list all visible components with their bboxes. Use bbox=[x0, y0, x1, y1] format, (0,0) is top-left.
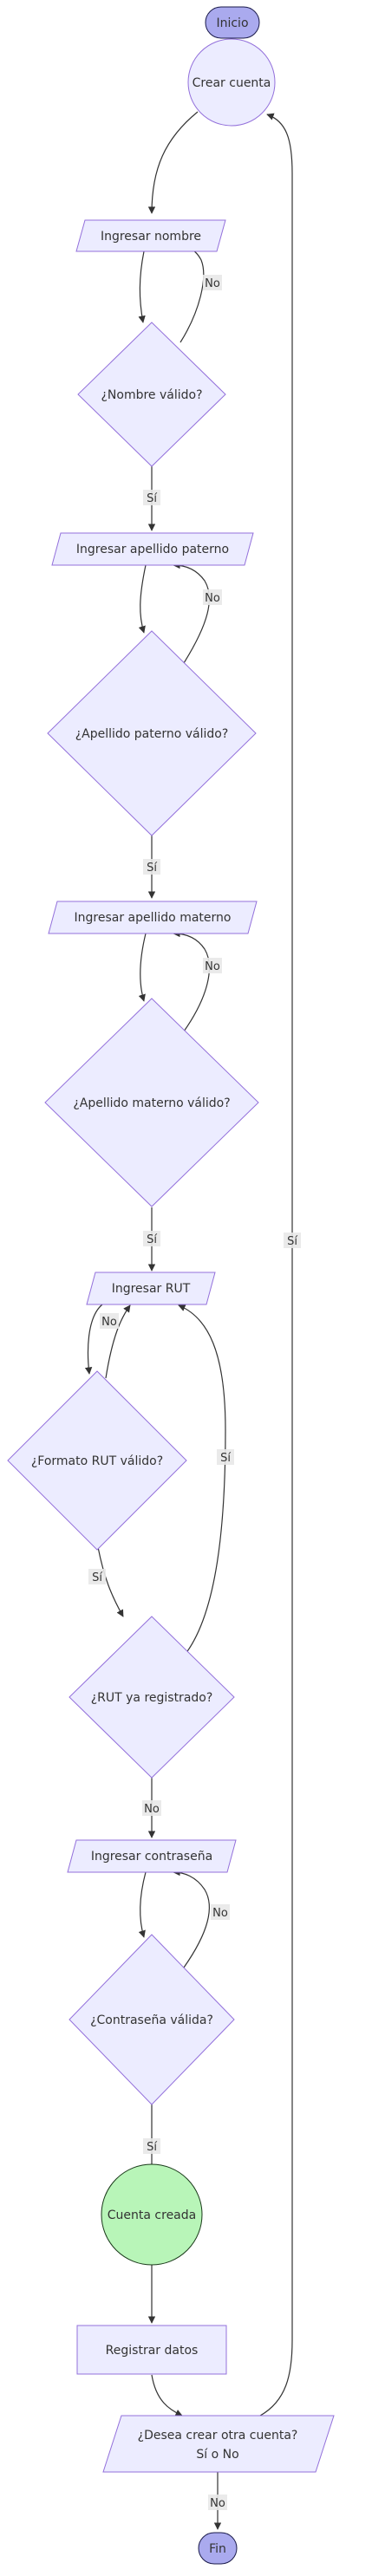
edge-label-contrasena-si: Sí bbox=[143, 2138, 160, 2154]
node-inicio[interactable]: Inicio bbox=[205, 6, 260, 39]
edge-label-registrado-si: Sí bbox=[217, 1449, 234, 1465]
edge-label-formato-si: Sí bbox=[88, 1569, 106, 1584]
edge-label-contrasena-no: No bbox=[211, 1904, 230, 1920]
edge-formato-no bbox=[105, 1304, 131, 1379]
edge-label-paterno-no-text: No bbox=[205, 592, 220, 605]
edge-formato-si bbox=[97, 1546, 124, 1617]
node-ingresar-contrasena[interactable]: Ingresar contraseña bbox=[67, 1839, 237, 1873]
apellido-materno-valido-shape bbox=[44, 998, 259, 1207]
edge-label-nombre-no-text: No bbox=[205, 277, 220, 290]
inicio-label: Inicio bbox=[216, 16, 248, 30]
cuenta-creada-shape bbox=[101, 2163, 203, 2266]
inicio-shape bbox=[205, 6, 260, 39]
node-contrasena-valida[interactable]: ¿Contraseña válida? bbox=[69, 1934, 235, 2105]
ingresar-apellido-materno-shape bbox=[48, 901, 258, 934]
edge-labels: No Sí No Sí No Sí No Sí bbox=[88, 275, 301, 2510]
rut-ya-registrado-shape bbox=[69, 1616, 235, 1779]
edge-label-materno-si-text: Sí bbox=[147, 1233, 157, 1246]
edge-crear-cuenta-to-ingresar-nombre bbox=[147, 111, 199, 214]
ingresar-apellido-materno-label: Ingresar apellido materno bbox=[75, 911, 232, 925]
desea-crear-otra-label-line1: ¿Desea crear otra cuenta? bbox=[138, 2429, 298, 2443]
desea-crear-otra-shape bbox=[102, 2415, 335, 2473]
edge-label-paterno-si: Sí bbox=[143, 859, 160, 875]
ingresar-nombre-shape bbox=[75, 219, 226, 252]
node-ingresar-nombre[interactable]: Ingresar nombre bbox=[75, 219, 226, 252]
edge-label-materno-si: Sí bbox=[143, 1231, 160, 1246]
edge-label-nombre-si-text: Sí bbox=[147, 492, 157, 505]
nodes: Inicio Crear cuenta Ingresar nombre ¿Nom… bbox=[7, 6, 335, 2565]
ingresar-contrasena-label: Ingresar contraseña bbox=[91, 1850, 212, 1864]
edge-label-paterno-no: No bbox=[203, 589, 222, 605]
node-apellido-materno-valido[interactable]: ¿Apellido materno válido? bbox=[44, 998, 259, 1207]
edges bbox=[84, 38, 293, 2530]
node-rut-ya-registrado[interactable]: ¿RUT ya registrado? bbox=[69, 1616, 235, 1779]
ingresar-nombre-label: Ingresar nombre bbox=[101, 230, 201, 244]
edge-paterno-valido-no bbox=[173, 561, 210, 664]
ingresar-apellido-paterno-shape bbox=[51, 532, 254, 566]
ingresar-rut-label: Ingresar RUT bbox=[112, 1282, 191, 1296]
node-crear-cuenta[interactable]: Crear cuenta bbox=[187, 38, 276, 127]
apellido-paterno-valido-label: ¿Apellido paterno válido? bbox=[75, 727, 229, 741]
edge-desea-si bbox=[259, 113, 293, 2417]
edge-label-otra-si-text: Sí bbox=[287, 1235, 297, 1248]
formato-rut-valido-label: ¿Formato RUT válido? bbox=[31, 1454, 163, 1468]
edge-ing-paterno-to-paterno-valido bbox=[138, 564, 147, 634]
rut-ya-registrado-label: ¿RUT ya registrado? bbox=[91, 1691, 213, 1705]
edge-nombre-valido-no bbox=[173, 244, 205, 343]
crear-cuenta-label: Crear cuenta bbox=[193, 76, 271, 90]
edge-ing-rut-to-formato bbox=[84, 1304, 103, 1375]
edge-registrar-to-desea bbox=[151, 2374, 183, 2417]
node-apellido-paterno-valido[interactable]: ¿Apellido paterno válido? bbox=[47, 630, 257, 836]
edge-registrado-si bbox=[178, 1304, 226, 1655]
registrar-datos-shape bbox=[76, 2325, 227, 2375]
formato-rut-valido-shape bbox=[7, 1370, 187, 1551]
nombre-valido-shape bbox=[77, 322, 226, 467]
edge-label-otra-no-text: No bbox=[210, 2497, 225, 2510]
node-ingresar-apellido-paterno[interactable]: Ingresar apellido paterno bbox=[51, 532, 254, 566]
apellido-materno-valido-label: ¿Apellido materno válido? bbox=[73, 1096, 230, 1110]
node-ingresar-rut[interactable]: Ingresar RUT bbox=[86, 1272, 216, 1305]
ingresar-contrasena-shape bbox=[67, 1839, 237, 1873]
cuenta-creada-label: Cuenta creada bbox=[108, 2208, 196, 2222]
registrar-datos-label: Registrar datos bbox=[106, 2344, 199, 2358]
edge-label-otra-si: Sí bbox=[284, 1233, 301, 1248]
edge-label-paterno-si-text: Sí bbox=[147, 862, 157, 875]
edge-label-registrado-no: No bbox=[142, 1800, 161, 1816]
fin-shape bbox=[198, 2532, 238, 2565]
edge-ing-contrasena-to-contrasena-valida bbox=[138, 1871, 147, 1938]
edge-label-formato-no-text: No bbox=[101, 1316, 117, 1329]
edge-contrasena-no bbox=[173, 1868, 210, 1968]
edge-label-contrasena-no-text: No bbox=[212, 1907, 228, 1920]
node-cuenta-creada[interactable]: Cuenta creada bbox=[101, 2163, 203, 2266]
apellido-paterno-valido-shape bbox=[47, 630, 257, 836]
node-registrar-datos[interactable]: Registrar datos bbox=[76, 2325, 227, 2375]
edge-label-materno-no: No bbox=[203, 958, 222, 973]
ingresar-apellido-paterno-label: Ingresar apellido paterno bbox=[76, 543, 229, 556]
edge-label-registrado-no-text: No bbox=[144, 1803, 160, 1816]
node-ingresar-apellido-materno[interactable]: Ingresar apellido materno bbox=[48, 901, 258, 934]
nombre-valido-label: ¿Nombre válido? bbox=[101, 388, 202, 402]
node-nombre-valido[interactable]: ¿Nombre válido? bbox=[77, 322, 226, 467]
contrasena-valida-shape bbox=[69, 1934, 235, 2105]
contrasena-valida-label: ¿Contraseña válida? bbox=[90, 2013, 213, 2027]
edge-label-formato-no: No bbox=[100, 1313, 119, 1329]
edge-label-nombre-si: Sí bbox=[143, 490, 160, 505]
node-fin[interactable]: Fin bbox=[198, 2532, 238, 2565]
edge-label-otra-no: No bbox=[208, 2495, 227, 2510]
edge-ingresar-nombre-to-nombre-valido bbox=[138, 250, 146, 323]
ingresar-rut-shape bbox=[86, 1272, 216, 1305]
fin-label: Fin bbox=[209, 2542, 226, 2556]
edge-label-contrasena-si-text: Sí bbox=[147, 2141, 157, 2154]
desea-crear-otra-label-line2: Sí o No bbox=[196, 2448, 238, 2462]
edge-materno-valido-no bbox=[173, 929, 210, 1032]
edge-label-materno-no-text: No bbox=[205, 960, 220, 973]
edge-label-nombre-no: No bbox=[203, 275, 222, 290]
node-formato-rut-valido[interactable]: ¿Formato RUT válido? bbox=[7, 1370, 187, 1551]
edge-label-formato-si-text: Sí bbox=[92, 1571, 102, 1584]
node-desea-crear-otra[interactable]: ¿Desea crear otra cuenta? Sí o No bbox=[102, 2415, 335, 2473]
crear-cuenta-shape bbox=[187, 38, 276, 127]
edge-ing-materno-to-materno-valido bbox=[138, 933, 147, 1002]
edge-label-registrado-si-text: Sí bbox=[220, 1452, 231, 1465]
